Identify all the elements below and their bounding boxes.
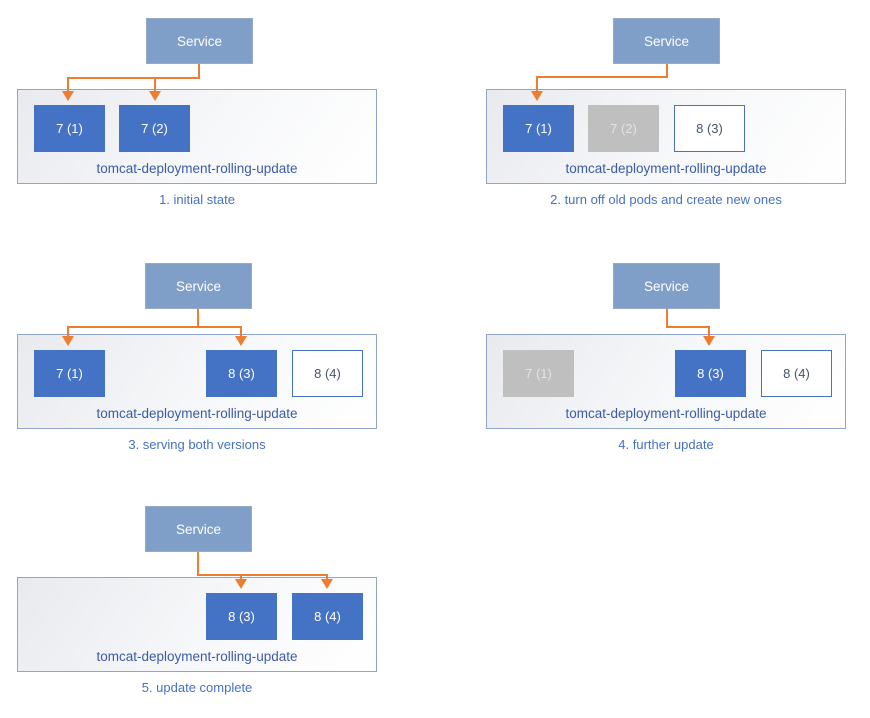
- service-box: Service: [613, 18, 720, 64]
- panel-initial-state: Service 7 (1) 7 (2) tomcat-deployment-ro…: [0, 0, 435, 240]
- connector-line: [197, 552, 328, 580]
- pod-label: 7 (1): [56, 366, 83, 381]
- panel-caption: 5. update complete: [141, 680, 253, 695]
- pod-8-3: 8 (3): [675, 350, 746, 397]
- service-label: Service: [643, 278, 689, 294]
- service-box: Service: [145, 506, 252, 552]
- pod-label: 8 (3): [697, 366, 724, 381]
- pod-7-1: 7 (1): [34, 350, 105, 397]
- pod-7-2: 7 (2): [119, 105, 190, 152]
- service-label: Service: [175, 521, 221, 537]
- panel-further-update: Service 7 (1) 8 (3) 8 (4) tomcat-deploym…: [435, 245, 870, 485]
- pod-label: 7 (1): [525, 121, 552, 136]
- pod-8-4: 8 (4): [292, 350, 363, 397]
- pod-label: 8 (3): [228, 366, 255, 381]
- pod-label: 8 (3): [228, 609, 255, 624]
- pod-label: 7 (2): [141, 121, 168, 136]
- service-label: Service: [175, 278, 221, 294]
- service-box: Service: [146, 18, 253, 64]
- pod-label: 8 (4): [314, 366, 341, 381]
- pod-label: 7 (1): [56, 121, 83, 136]
- service-label: Service: [176, 33, 222, 49]
- pod-8-4: 8 (4): [761, 350, 832, 397]
- deployment-box: 7 (1) 7 (2) 8 (3) tomcat-deployment-roll…: [486, 89, 846, 184]
- deployment-label: tomcat-deployment-rolling-update: [565, 406, 767, 421]
- deployment-label: tomcat-deployment-rolling-update: [96, 406, 298, 421]
- service-label: Service: [643, 33, 689, 49]
- service-box: Service: [145, 263, 252, 309]
- panel-serving-both-versions: Service 7 (1) 8 (3) 8 (4) tomcat-deploym…: [0, 245, 435, 485]
- pod-7-1: 7 (1): [503, 105, 574, 152]
- service-box: Service: [613, 263, 720, 309]
- pod-8-3: 8 (3): [206, 593, 277, 640]
- panel-caption: 2. turn off old pods and create new ones: [550, 192, 782, 207]
- pod-label: 7 (1): [525, 366, 552, 381]
- deployment-label: tomcat-deployment-rolling-update: [565, 161, 767, 176]
- pod-8-4: 8 (4): [292, 593, 363, 640]
- panel-caption: 4. further update: [618, 437, 714, 452]
- panel-caption: 1. initial state: [159, 192, 235, 207]
- deployment-box: 7 (1) 8 (3) 8 (4) tomcat-deployment-roll…: [17, 334, 377, 429]
- connector-line: [536, 64, 668, 92]
- panel-update-complete: Service 8 (3) 8 (4) tomcat-deployment-ro…: [0, 488, 435, 718]
- deployment-box: 8 (3) 8 (4) tomcat-deployment-rolling-up…: [17, 577, 377, 672]
- pod-8-3: 8 (3): [206, 350, 277, 397]
- pod-label: 7 (2): [610, 121, 637, 136]
- connector-line: [67, 64, 200, 92]
- deployment-box: 7 (1) 7 (2) tomcat-deployment-rolling-up…: [17, 89, 377, 184]
- pod-7-2: 7 (2): [588, 105, 659, 152]
- pod-label: 8 (4): [783, 366, 810, 381]
- deployment-box: 7 (1) 8 (3) 8 (4) tomcat-deployment-roll…: [486, 334, 846, 429]
- pod-7-1: 7 (1): [34, 105, 105, 152]
- deployment-label: tomcat-deployment-rolling-update: [96, 161, 298, 176]
- deployment-label: tomcat-deployment-rolling-update: [96, 649, 298, 664]
- pod-label: 8 (4): [314, 609, 341, 624]
- connector-line: [666, 309, 710, 337]
- pod-label: 8 (3): [696, 121, 723, 136]
- pod-8-3: 8 (3): [674, 105, 745, 152]
- panel-caption: 3. serving both versions: [128, 437, 266, 452]
- pod-7-1: 7 (1): [503, 350, 574, 397]
- panel-turn-off-old-pods: Service 7 (1) 7 (2) 8 (3) tomcat-deploym…: [435, 0, 870, 240]
